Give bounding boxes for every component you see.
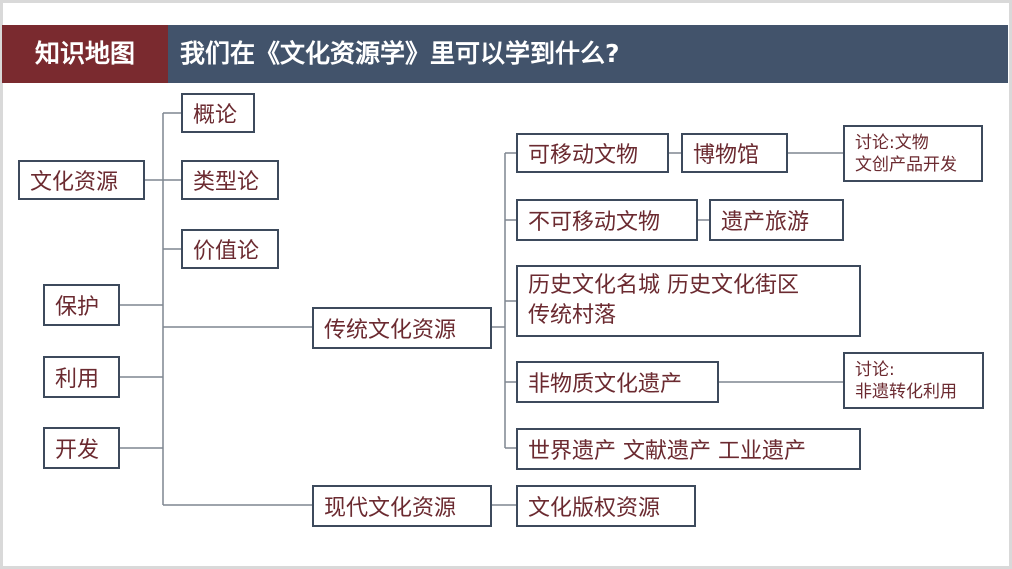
discuss-line: 文创产品开发	[855, 154, 957, 175]
node-lishi: 历史文化名城 历史文化街区 传统村落	[516, 265, 861, 337]
node-bowuguan: 博物馆	[681, 133, 788, 173]
node-feiwuzhi: 非物质文化遗产	[516, 361, 719, 403]
node-wenhuaziyuan: 文化资源	[18, 160, 145, 200]
node-shijie: 世界遗产 文献遗产 工业遗产	[516, 428, 861, 470]
node-bukeyidong: 不可移动文物	[516, 199, 698, 241]
node-chuantong: 传统文化资源	[312, 307, 492, 349]
lishi-line: 传统村落	[528, 303, 617, 328]
discuss-line: 讨论:文物	[855, 132, 929, 153]
discuss-line: 非遗转化利用	[855, 381, 957, 402]
header-tag: 知识地图	[2, 25, 168, 83]
node-banquan: 文化版权资源	[516, 485, 696, 527]
node-yichanlvyou: 遗产旅游	[709, 199, 844, 241]
node-baohu: 保护	[43, 284, 120, 326]
lishi-line: 历史文化名城 历史文化街区	[528, 273, 799, 298]
node-xiandai: 现代文化资源	[312, 485, 492, 527]
node-gailun: 概论	[181, 93, 255, 133]
discuss-line: 讨论:	[855, 359, 895, 380]
node-liyong: 利用	[43, 356, 120, 398]
node-jiazhilun: 价值论	[181, 229, 279, 269]
header-title: 我们在《文化资源学》里可以学到什么?	[168, 25, 1008, 83]
node-discuss-relics: 讨论:文物 文创产品开发	[843, 125, 983, 182]
node-discuss-ich: 讨论: 非遗转化利用	[843, 352, 984, 409]
node-leixinglun: 类型论	[181, 160, 279, 200]
node-keyidong: 可移动文物	[516, 133, 669, 173]
node-kaifa: 开发	[43, 427, 120, 469]
